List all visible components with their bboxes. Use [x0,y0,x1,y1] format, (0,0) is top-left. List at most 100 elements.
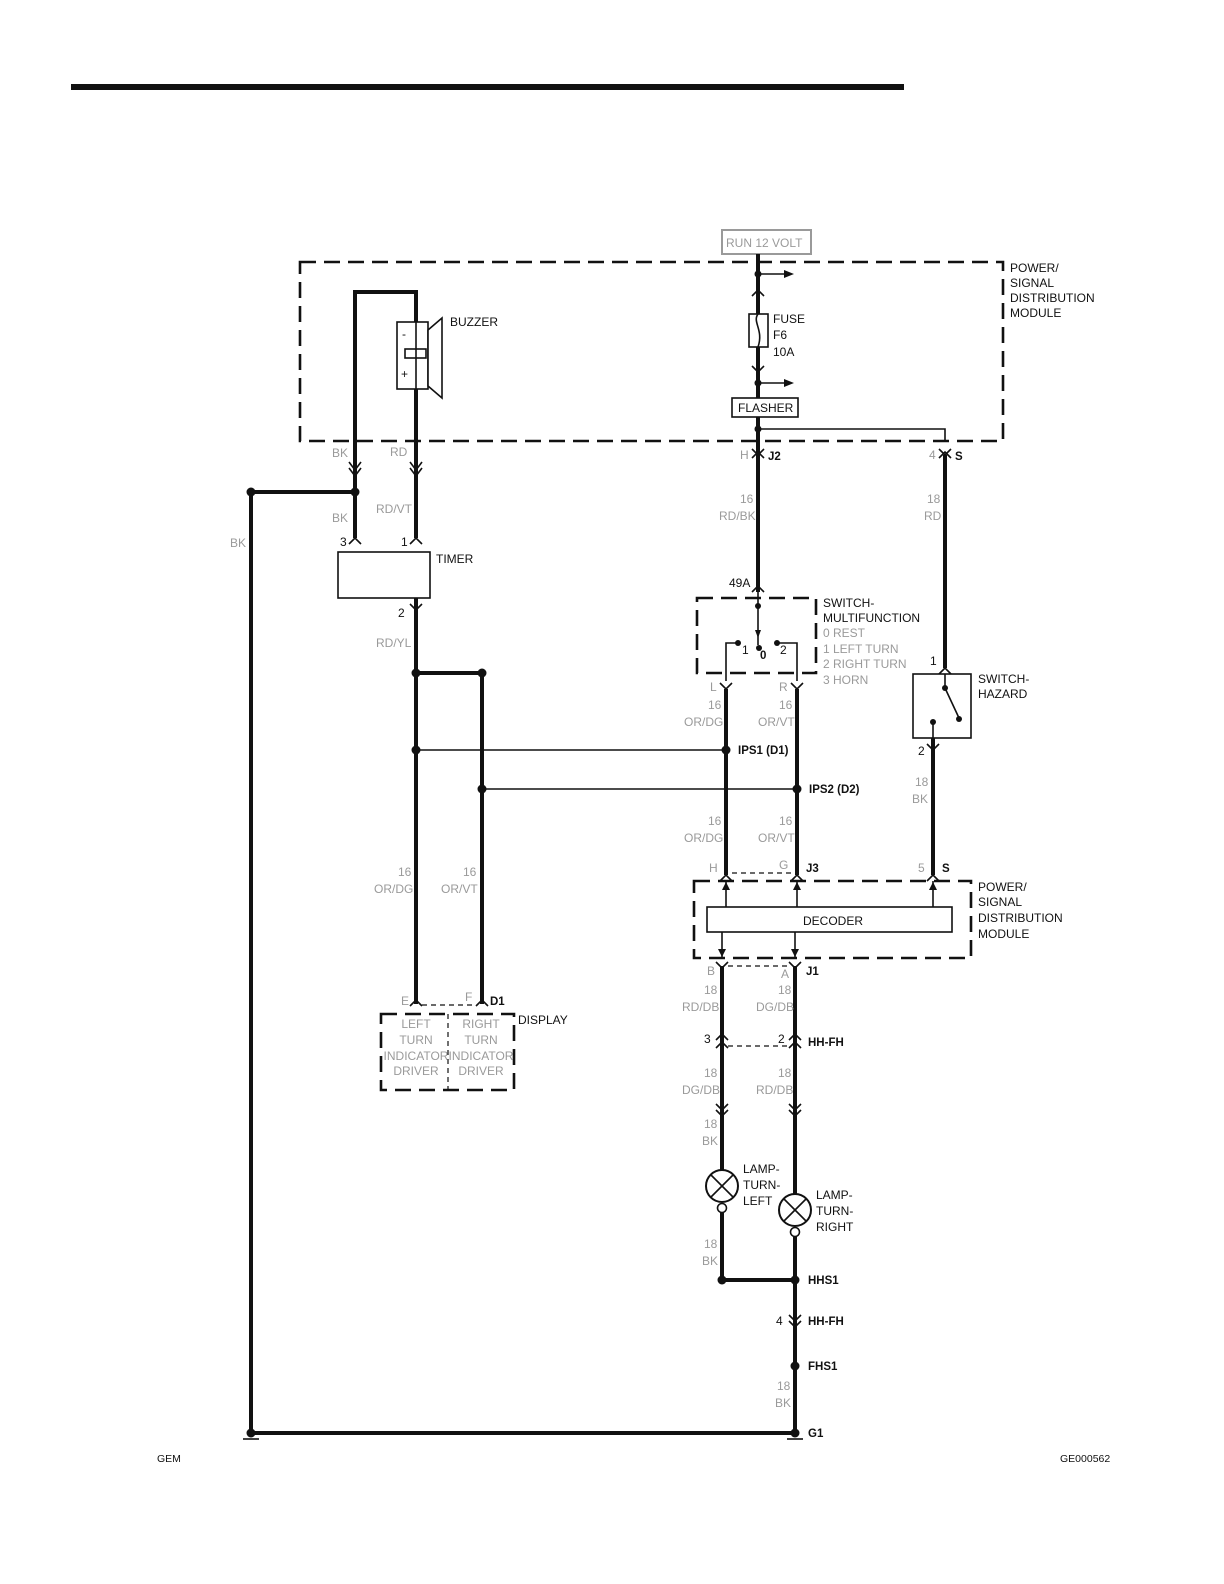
power-source-box [721,229,812,255]
wire-color-ordg-left: OR/DG [374,882,413,896]
connector-display-e [409,998,423,1007]
lamp-right-x2 [783,1198,807,1222]
svg-text:RIGHT: RIGHT [816,1220,854,1234]
svg-text:FUSE: FUSE [773,312,805,326]
svg-text:LAMP-: LAMP- [816,1188,853,1202]
flasher-label: FLASHER [738,401,794,415]
pin-s-5: 5 [918,861,925,875]
wire-label-rd-top: RD [390,445,408,459]
connector-label-s-bottom: S [942,863,950,875]
svg-text:0 REST: 0 REST [823,626,866,640]
switch-hazard-label-1: SWITCH- [978,672,1029,686]
connector-sw-l [719,682,733,691]
wire-color-rddb-b: RD/DB [756,1083,793,1097]
connector-rd-top [409,461,423,478]
svg-text:F6: F6 [773,328,787,342]
lamp-left-terminal [716,1202,728,1214]
connector-label-hh-fh-2: HH-FH [808,1316,844,1328]
connector-fuse-lower [751,365,765,374]
display-label: DISPLAY [518,1013,568,1027]
switch-mf-wire-r [777,642,798,681]
pin-sw-1: 1 [742,643,749,657]
splice-ips2-left [477,784,487,794]
wire-color-dgdb-b: DG/DB [682,1083,720,1097]
decoder-arrow-b [718,949,726,957]
decoder-label: DECODER [803,914,863,928]
connector-s-5 [926,873,940,882]
splice-bk-left [246,487,256,497]
decoder-arrow-s [929,882,937,890]
pin-sw-0: 0 [760,650,766,662]
power-source-label: RUN 12 VOLT [726,236,803,250]
pdm-top-boundary [298,260,1005,443]
wire-gauge-rd: 18 [927,492,941,506]
splice-ips1-left [411,745,421,755]
wire-color-orvt-mid: OR/VT [758,831,795,845]
wire-color-bk-lamp2: BK [702,1254,718,1268]
svg-text:INDICATOR: INDICATOR [384,1049,449,1063]
arrow-power-branch-bottom [784,379,794,387]
wire-gauge-ordg-top: 16 [708,698,722,712]
wire-color-rddb-a: RD/DB [682,1000,719,1014]
svg-text:MODULE: MODULE [1010,306,1061,320]
decoder-arrow-g [793,882,801,890]
ground-node-right [790,1428,800,1438]
switch-mf-contact-0 [756,645,762,651]
svg-text:SWITCH-: SWITCH- [823,596,874,610]
wire-gauge-orvt-top: 16 [779,698,793,712]
fuse-element [755,313,761,348]
decoder-arrow-h [722,882,730,890]
wire-gauge-bk-g1: 18 [777,1379,791,1393]
wire-gauge-rddb-b: 18 [778,1066,792,1080]
connector-label-j3: J3 [806,863,819,875]
svg-text:SIGNAL: SIGNAL [978,895,1022,909]
ground-node-left [246,1428,256,1438]
connector-sw-r [790,682,804,691]
svg-text:INDICATOR: INDICATOR [449,1049,514,1063]
wire-label-rdyl: RD/YL [376,636,412,650]
pdm-bottom-boundary [692,879,973,960]
splice-rdyl-left [411,668,421,678]
wire-color-orvt-left: OR/VT [441,882,478,896]
wire-buzzer-loop [353,290,418,480]
wire-label-bk-left: BK [230,536,246,550]
pin-display-f: F [465,990,472,1004]
pin-display-e: E [401,994,409,1008]
splice-label-fhs1: FHS1 [808,1361,838,1373]
wire-gauge-bk-lamp2: 18 [704,1237,718,1251]
pin-timer-3: 3 [340,535,347,549]
svg-text:DRIVER: DRIVER [458,1064,504,1078]
diagram-id: GE000562 [1060,1453,1110,1465]
wire-color-rdbk: RD/BK [719,509,756,523]
svg-text:LEFT: LEFT [743,1194,773,1208]
svg-text:MULTIFUNCTION: MULTIFUNCTION [823,611,920,625]
lamp-turn-right-label: LAMP- TURN- RIGHT [816,1188,854,1234]
splice-label-ips2: IPS2 (D2) [809,784,860,796]
svg-text:TURN-: TURN- [816,1204,853,1218]
wire-color-bk-g1: BK [775,1396,791,1410]
buzzer-plus-pin: + [401,367,408,381]
pin-hh-3: 3 [704,1032,711,1046]
pin-timer-1: 1 [401,535,408,549]
flasher-box [731,397,799,418]
connector-j3-h [719,873,733,882]
wire-gauge-rdbk: 16 [740,492,754,506]
connector-label-s-top: S [955,451,963,463]
buzzer-minus-pin: - [402,327,406,341]
connector-hh-2 [788,1032,802,1049]
wire-gauge-bk-lamp: 18 [704,1117,718,1131]
pin-hh-4: 4 [776,1314,783,1328]
connector-label-hh-fh-1: HH-FH [808,1037,844,1049]
pin-sw-2: 2 [780,643,787,657]
pin-j3-h: H [709,861,718,875]
connector-label-j1: J1 [806,966,819,978]
switch-mf-arrow [755,630,761,638]
connector-j2 [751,448,765,459]
svg-text:MODULE: MODULE [978,927,1029,941]
decoder-box [706,906,953,933]
ground-label-g1: G1 [808,1428,824,1440]
splice-fhs1 [790,1361,800,1371]
display-right-driver: RIGHT TURN INDICATOR DRIVER [449,1017,514,1078]
connector-label-j2: J2 [768,451,781,463]
lamp-left-x2 [710,1174,734,1198]
